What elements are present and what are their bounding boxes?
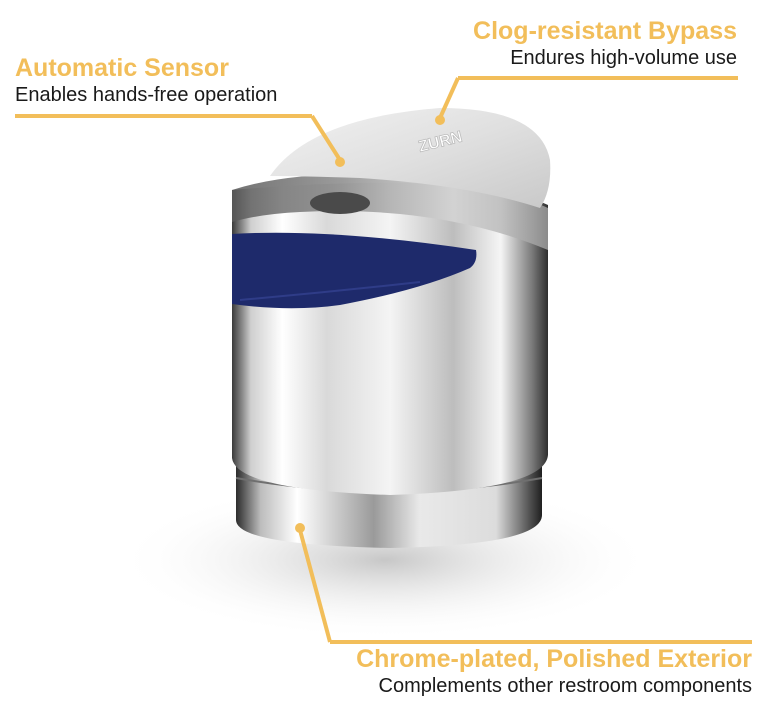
sensor-window — [232, 232, 477, 309]
callout-chrome-plated-exterior: Chrome-plated, Polished Exterior Complem… — [356, 644, 752, 698]
bypass-callout-dot — [435, 115, 445, 125]
callout-title: Clog-resistant Bypass — [473, 17, 737, 45]
callout-title: Automatic Sensor — [15, 54, 229, 82]
sensor-callout-dot — [335, 157, 345, 167]
callout-clog-resistant-bypass: Clog-resistant Bypass Endures high-volum… — [473, 16, 737, 70]
callout-subtitle: Complements other restroom components — [378, 675, 753, 697]
callout-subtitle: Enables hands-free operation — [15, 84, 278, 106]
callout-automatic-sensor: Automatic Sensor Enables hands-free oper… — [15, 53, 277, 107]
callout-title: Chrome-plated, Polished Exterior — [356, 645, 752, 673]
callout-subtitle: Endures high-volume use — [510, 47, 737, 69]
top-band — [232, 173, 548, 250]
top-cap — [270, 108, 551, 208]
sensor-hole — [310, 192, 370, 214]
chrome-callout-dot — [295, 523, 305, 533]
